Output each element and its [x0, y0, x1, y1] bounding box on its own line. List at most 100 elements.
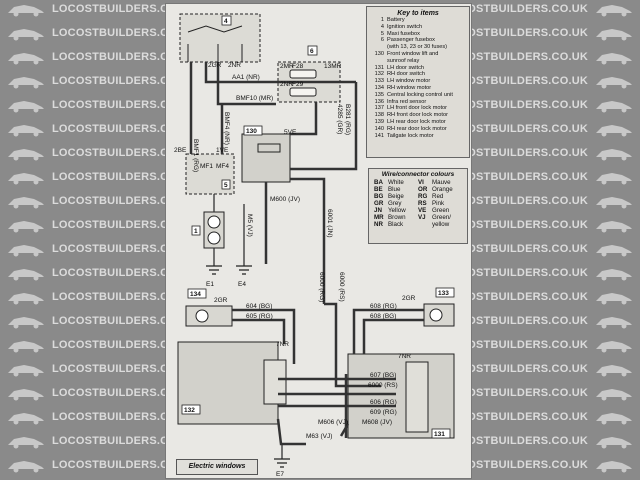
car-logo-icon [596, 245, 632, 257]
car-logo-icon [8, 245, 44, 257]
wire-code: GR [374, 200, 384, 207]
car-logo-icon [596, 77, 632, 89]
connector-2be: 2BE [174, 147, 187, 154]
car-logo-icon [596, 5, 632, 17]
wire-code: VE [418, 207, 427, 214]
car-logo-icon [8, 173, 44, 185]
ground-e1: E1 [206, 281, 214, 288]
wire-605: 605 (RG) [246, 313, 273, 320]
key-item-label: RH door switch [387, 71, 425, 78]
label-rh-door-switch: 132 [184, 407, 195, 414]
connector-2gr-rh: 2GR [214, 297, 228, 304]
key-item-number: 137 [374, 105, 384, 112]
wire-code: BA [374, 179, 383, 186]
car-logo-icon [596, 389, 632, 401]
watermark-text: LOCOSTBUILDERS.CO.UK [443, 75, 588, 87]
wire-m600: M600 (JV) [270, 196, 300, 203]
diagram-labels: 4 6 130 1 5 134 133 132 131 F28 F29 MF1 … [174, 15, 455, 478]
watermark-text: LOCOSTBUILDERS.CO.UK [52, 123, 197, 135]
wire-colour-name: Grey [388, 200, 402, 207]
wire-colour-name: yellow [432, 221, 450, 228]
ignition-switch-contacts [187, 25, 243, 33]
wire-colour-name: Beige [388, 193, 404, 200]
car-logo-icon [8, 221, 44, 233]
wire-bmf1: BMF1 (RG) [192, 139, 199, 172]
watermark-text: LOCOSTBUILDERS.CO.UK [52, 147, 197, 159]
fuse-mf1-label: MF1 [200, 163, 213, 170]
key-item-number: 139 [374, 118, 384, 125]
car-logo-icon [8, 437, 44, 449]
wire-colour-name: Black [388, 221, 404, 228]
label-lh-window-motor: 133 [438, 290, 449, 297]
watermark-text: LOCOSTBUILDERS.CO.UK [443, 363, 588, 375]
key-item-label: LH window motor [387, 78, 431, 85]
car-logo-icon [8, 101, 44, 113]
car-logo-icon [8, 77, 44, 89]
car-logo-icon [8, 413, 44, 425]
watermark-text: LOCOSTBUILDERS.CO.UK [52, 99, 197, 111]
wire-code: VI [418, 179, 424, 186]
key-item-number [370, 44, 387, 51]
wire-aa1: AA1 (NR) [232, 74, 260, 81]
car-logo-icon [596, 317, 632, 329]
wiring-harness [189, 62, 424, 446]
wire-colour-name: White [388, 179, 404, 186]
car-logo-icon [8, 269, 44, 281]
wire-code: RS [418, 200, 427, 207]
watermark-text: LOCOSTBUILDERS.CO.UK [443, 51, 588, 63]
wire-code [418, 221, 432, 228]
car-logo-icon [8, 317, 44, 329]
wire-colour-name: Yellow [388, 207, 406, 214]
label-rh-window-motor: 134 [190, 291, 201, 298]
label-maxi-fusebox: 5 [224, 182, 228, 189]
wire-609: 609 (RG) [370, 409, 397, 416]
car-logo-icon [8, 197, 44, 209]
watermark-text: LOCOSTBUILDERS.CO.UK [443, 291, 588, 303]
watermark-text: LOCOSTBUILDERS.CO.UK [443, 435, 588, 447]
watermark-text: LOCOSTBUILDERS.CO.UK [443, 339, 588, 351]
key-item-label: Tailgate lock motor [387, 132, 434, 139]
watermark-text: LOCOSTBUILDERS.CO.UK [443, 459, 588, 471]
connector-5ve: 5VE [284, 129, 297, 136]
wire-6001: 6001 (JN) [326, 209, 333, 238]
diagram-caption: Electric windows [176, 459, 258, 475]
wire-b281: B281 (RG) [344, 104, 351, 135]
wire-607: 607 (BG) [370, 372, 396, 379]
wire-608-rg: 608 (RG) [370, 303, 397, 310]
car-logo-icon [596, 413, 632, 425]
watermark-text: LOCOSTBUILDERS.CO.UK [443, 27, 588, 39]
connector-7nr-rh: 7NR [276, 341, 289, 348]
key-item-label: LH rear door lock motor [387, 118, 446, 125]
car-logo-icon [596, 173, 632, 185]
wire-6000-rs-lower: 6000 (RS) [368, 382, 398, 389]
watermark-text: LOCOSTBUILDERS.CO.UK [443, 243, 588, 255]
car-logo-icon [8, 149, 44, 161]
wire-code: JN [374, 207, 382, 214]
car-logo-icon [596, 293, 632, 305]
watermark-text: LOCOSTBUILDERS.CO.UK [443, 147, 588, 159]
wiring-diagram [177, 13, 455, 468]
connector-2mr: 2MR [280, 63, 294, 70]
car-logo-icon [8, 389, 44, 401]
label-battery: 1 [194, 228, 198, 235]
wire-bmf4: BMF4 (NR) [223, 112, 230, 145]
wire-604: 604 (BG) [246, 303, 272, 310]
key-item-label: RH window motor [387, 84, 432, 91]
key-item-number [370, 58, 387, 65]
